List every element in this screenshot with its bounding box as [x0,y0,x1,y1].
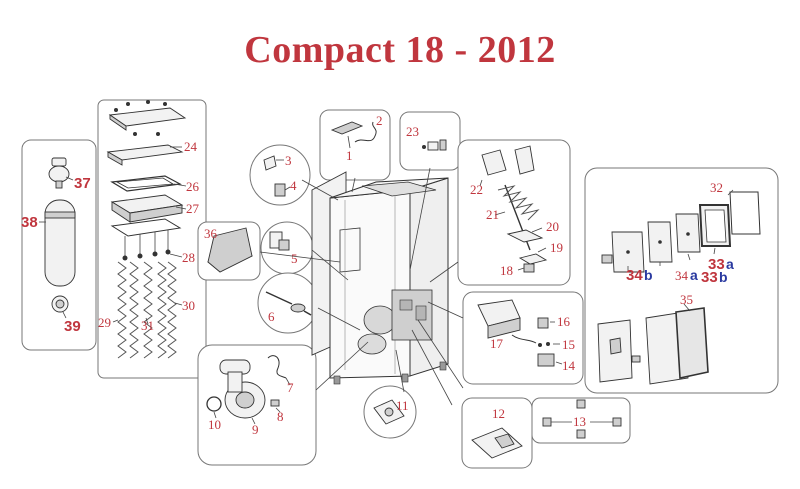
callout-28: 28 [182,250,195,265]
callout-38: 38 [21,214,38,231]
callout-15: 15 [562,337,575,352]
part-39-cap [51,295,69,313]
callout-4: 4 [290,178,297,193]
group-7-10-fan: 7 8 10 9 [197,344,317,466]
callout-13: 13 [573,414,586,429]
callout-33a: 33 a [708,256,734,273]
callout-33b: 33 b [701,269,728,286]
callout-12: 12 [492,406,505,421]
callout-27: 27 [186,201,200,216]
callout-17: 17 [490,336,504,351]
part-26-gasket [110,175,182,192]
callout-23: 23 [406,124,419,139]
callout-22: 22 [470,182,483,197]
callout-5: 5 [291,251,298,266]
group-32-35-door-panels: 32 35 34 b 34 a 33 a 33 b [584,167,779,394]
callout-9: 9 [252,422,259,437]
svg-text:b: b [644,267,653,283]
part-37-valve [48,157,70,189]
callout-32: 32 [710,180,723,195]
callout-19: 19 [550,240,563,255]
group-14-17-electronics: 16 17 15 14 [462,291,584,385]
callout-34a: 34 a [675,267,698,283]
leader-lines [259,167,464,406]
callout-10: 10 [208,417,221,432]
boiler-assembly [311,171,449,385]
svg-text:33: 33 [701,269,718,286]
group-6: 6 [257,272,319,334]
group-3-4: 3 4 [249,144,311,206]
callout-8: 8 [277,409,284,424]
diagram-title: Compact 18 - 2012 [244,29,556,71]
callout-30: 30 [182,298,195,313]
group-23: 23 [399,111,461,171]
part-top-plate [108,100,187,136]
group-11: 11 [363,385,417,439]
group-36: 36 [197,221,261,281]
callout-14: 14 [562,358,576,373]
part-9-fan [219,359,266,419]
group-24-31-heat-exchanger-parts: 24 26 27 28 30 29 31 [97,99,207,379]
group-37-38-39: 37 38 39 [21,139,97,351]
callout-6: 6 [268,309,275,324]
callout-37: 37 [74,175,91,192]
part-frame [110,218,182,256]
callout-1: 1 [346,148,353,163]
callout-21: 21 [486,207,499,222]
group-1-2: 1 2 [319,109,391,181]
group-12: 12 [461,397,533,469]
part-28-rod-holders [122,249,171,261]
callout-24: 24 [184,139,198,154]
callout-20: 20 [546,219,559,234]
group-18-22-auger: 22 21 20 19 18 [457,139,571,286]
svg-text:a: a [690,267,698,283]
svg-text:34: 34 [675,268,689,283]
callout-36: 36 [204,226,218,241]
callout-29: 29 [98,315,111,330]
part-24-plate [106,144,184,166]
group-5: 5 [260,221,314,275]
part-38-expansion-vessel [44,199,76,287]
callout-39: 39 [64,318,81,335]
callout-3: 3 [285,153,292,168]
callout-7: 7 [287,380,294,395]
callout-16: 16 [557,314,571,329]
callout-31: 31 [141,318,154,333]
callout-34b: 34 b [626,267,653,284]
svg-text:34: 34 [626,267,643,284]
callout-18: 18 [500,263,513,278]
callout-2: 2 [376,113,383,128]
part-10-gasket [206,396,222,412]
callout-11: 11 [396,398,409,413]
part-27-baffle [110,194,184,223]
callout-35: 35 [680,292,693,307]
svg-text:a: a [726,256,734,272]
svg-text:33: 33 [708,256,725,273]
group-13-feet: 13 [531,397,631,444]
svg-text:b: b [719,269,728,285]
part-29-31-30-turbulators [117,261,177,359]
callout-26: 26 [186,179,200,194]
